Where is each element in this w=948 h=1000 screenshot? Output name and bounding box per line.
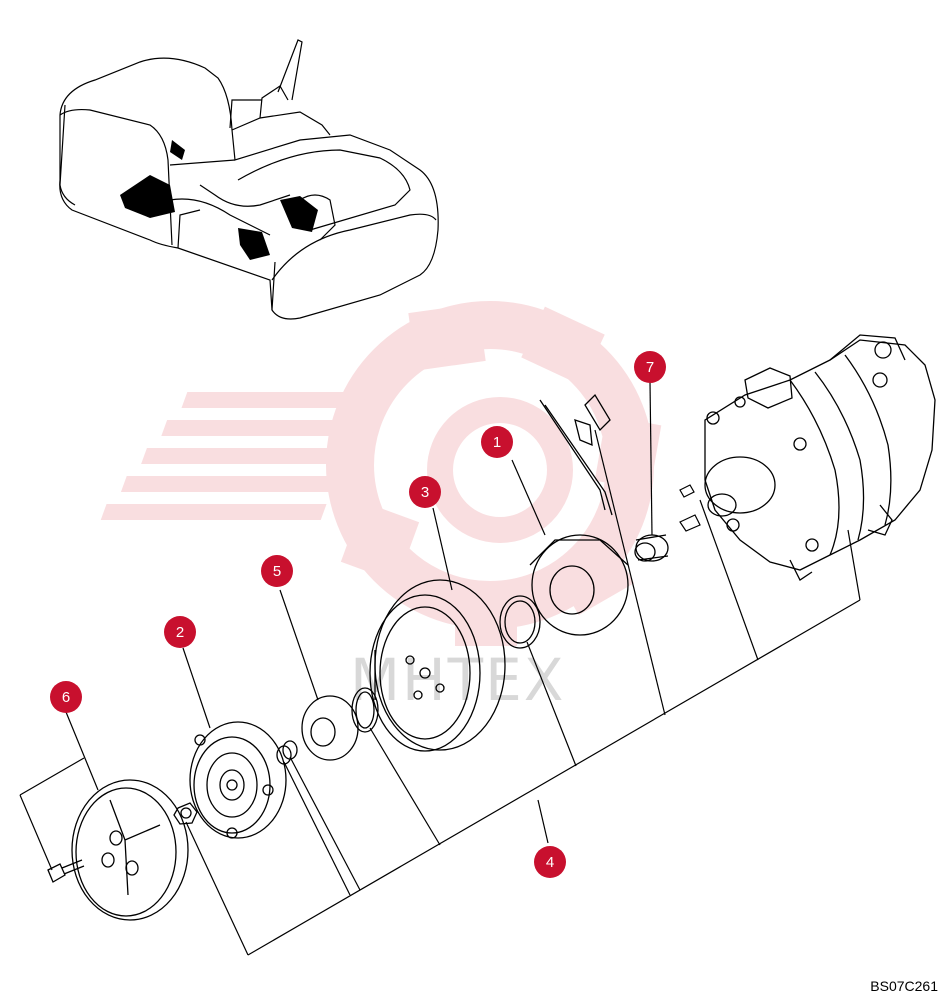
- retaining-ring: [351, 687, 379, 733]
- callout-4-label: 4: [546, 854, 554, 871]
- callout-3-label: 3: [421, 484, 429, 501]
- callout-2-label: 2: [176, 624, 184, 641]
- harness-highlight: [120, 140, 318, 260]
- callout-6-label: 6: [62, 689, 70, 706]
- drawing-code: BS07C261: [870, 978, 938, 994]
- compressor-illustration: [704, 334, 936, 581]
- callout-1-label: 1: [493, 434, 501, 451]
- callout-1: 1: [481, 426, 513, 458]
- pulley-part-3: [369, 579, 506, 752]
- callout-2: 2: [164, 616, 196, 648]
- callout-5: 5: [261, 555, 293, 587]
- callout-6: 6: [50, 681, 82, 713]
- callout-3: 3: [409, 476, 441, 508]
- watermark-text: МНТЕХ: [350, 646, 565, 714]
- spacer-part-5: [301, 695, 359, 761]
- cover-part-6: [47, 779, 189, 921]
- hex-nut: [173, 802, 198, 825]
- callout-7-label: 7: [646, 359, 654, 376]
- leader-lines: [19, 381, 861, 956]
- callout-7: 7: [634, 351, 666, 383]
- armature-plate-part-2: [189, 721, 287, 839]
- field-coil-part-1: [529, 393, 629, 636]
- excavator-overview-illustration: [59, 39, 439, 320]
- callout-5-label: 5: [273, 563, 281, 580]
- callout-4: 4: [534, 846, 566, 878]
- shaft-keys: [679, 484, 701, 532]
- bearing-sleeve-part-7: [634, 534, 669, 562]
- watermark-gear-logo: [100, 301, 662, 646]
- snap-ring: [499, 595, 541, 649]
